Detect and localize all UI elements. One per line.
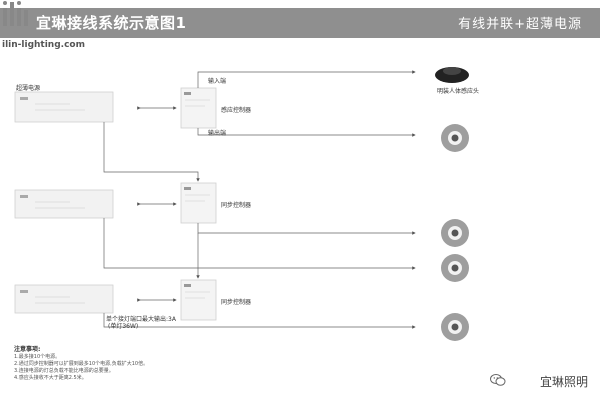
- wechat-icon: [490, 374, 506, 386]
- notes-item: 2.通过同步控制器可以扩展到最多10个电源,负载扩大10倍。: [14, 361, 149, 367]
- ilin-logo-icon: [3, 1, 28, 26]
- header-bar: 宜琳接线系统示意图1 有线并联+超薄电源: [0, 8, 600, 38]
- max-power-label: (单灯36W): [108, 323, 139, 330]
- page-title: 宜琳接线系统示意图1: [36, 14, 187, 32]
- notes-item: 3.连接电源的灯总负载不能比电源的总要量。: [14, 368, 114, 374]
- output-port-label: 输出端: [208, 130, 227, 137]
- downlight-icon-1: [441, 124, 469, 152]
- notes-item: 4.感应头接收不大于距离2.5米。: [14, 375, 87, 381]
- sensor-controller-device: [180, 87, 217, 129]
- sync-controller-label-1: 同步控制器: [221, 202, 252, 209]
- notes-item: 1.最多接10个电源。: [14, 354, 61, 360]
- max-output-label: 单个接灯端口最大输出:3A: [106, 316, 176, 323]
- power-supply-3: [14, 284, 114, 314]
- connection-lines: [103, 70, 416, 329]
- downlight-icon-4: [441, 313, 469, 341]
- sensor-head-icon: [435, 67, 469, 83]
- power-supply-1: [14, 91, 114, 123]
- footer-brand: 宜琳照明: [539, 375, 588, 389]
- downlight-icon-2: [441, 219, 469, 247]
- sync-controller-device-2: [180, 279, 217, 321]
- sync-controller-device-1: [180, 182, 217, 224]
- sync-controller-label-2: 同步控制器: [221, 299, 252, 306]
- notes-title: 注意事项:: [14, 346, 41, 353]
- downlight-icon-3: [441, 254, 469, 282]
- sensor-head-label: 明装人体感应头: [437, 88, 480, 95]
- sensor-controller-label: 感应控制器: [221, 107, 252, 114]
- power-supply-label: 超薄电源: [16, 85, 41, 92]
- notes-block: 注意事项: 1.最多接10个电源。 2.通过同步控制器可以扩展到最多10个电源,…: [14, 346, 148, 382]
- logo-url: ilin-lighting.com: [2, 40, 85, 50]
- power-supply-2: [14, 189, 114, 219]
- page-subtitle: 有线并联+超薄电源: [458, 17, 582, 32]
- input-port-label: 输入端: [208, 78, 227, 85]
